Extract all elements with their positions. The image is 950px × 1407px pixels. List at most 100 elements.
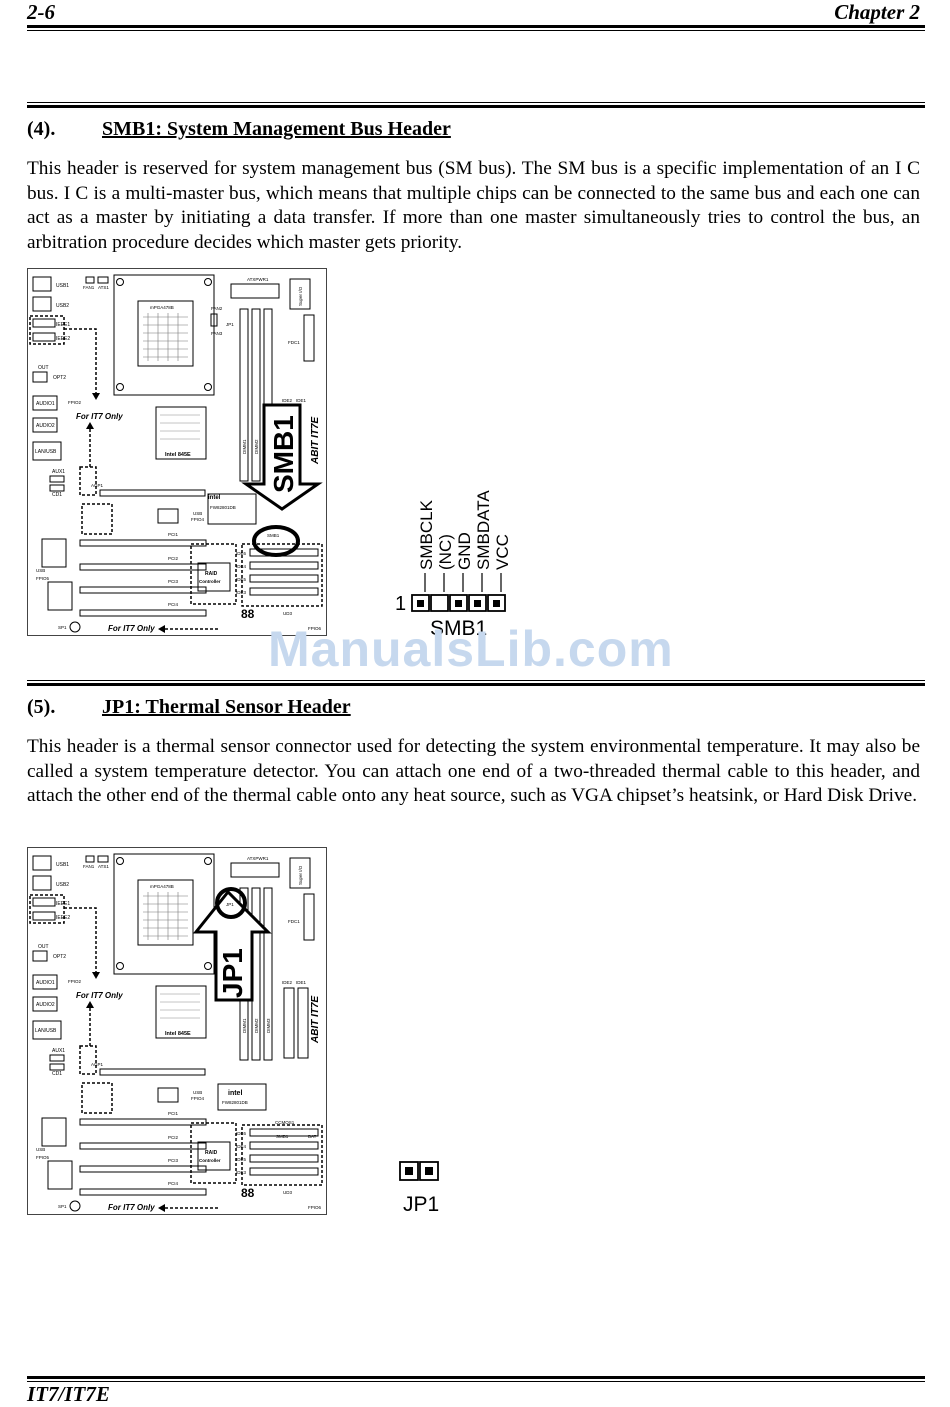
watermark: ManualsLib.com <box>268 621 674 677</box>
fpio2-label: FPIO2 <box>68 979 82 984</box>
smb1-board-label: SMB1 <box>267 533 280 538</box>
fan1-label: FAN1 <box>83 285 95 290</box>
section4-body: This header is reserved for system manag… <box>27 158 920 253</box>
usb-fpio-label: USB <box>36 1147 45 1152</box>
lan-usb-label: LAN/USB <box>35 1028 57 1034</box>
opt2-label: OPT2 <box>53 375 66 381</box>
section4-title: SMB1: System Management Bus Header <box>102 118 451 140</box>
lcd-digits: 88 <box>241 1186 255 1200</box>
ieee2-label: IEEE2 <box>56 915 70 921</box>
ccmos1-label: CCMOS1 <box>275 1120 295 1125</box>
intel-logo: intel <box>208 495 221 501</box>
smb1-connector-label: SMB1 <box>430 617 487 640</box>
raid-controller-label: Controller <box>199 579 221 584</box>
fw-chip-label: FW82801DB <box>222 1100 248 1105</box>
it7-callout-bottom: For IT7 Only <box>108 624 155 633</box>
raid-label: RAID <box>205 571 218 577</box>
fan2-label: FAN2 <box>211 306 223 311</box>
dimm2-label: DIMM2 <box>254 439 259 454</box>
smb1-highlight-ring <box>252 525 300 557</box>
smb1-arrow <box>241 403 323 511</box>
intel-chip-label: Intel 845E <box>165 452 191 458</box>
cd1-label: CD1 <box>52 492 62 498</box>
cpu-socket-label: mPGA478B <box>150 305 174 310</box>
fpio2-label: FPIO2 <box>68 400 82 405</box>
usb-label: USB <box>193 511 202 516</box>
ide5-label: IDE5 <box>236 1157 247 1162</box>
footer-model: IT7/IT7E <box>27 1382 110 1406</box>
ide6-label: IDE6 <box>236 1131 247 1136</box>
fdc1-label: FDC1 <box>288 340 300 345</box>
section5-number: (5). <box>27 696 56 718</box>
fpio4-label: FPIO4 <box>191 517 205 522</box>
fan1-label: FAN1 <box>83 864 95 869</box>
motherboard-diagram-jp1: USB1 USB2 IEEE1 IEEE2 OUT OPT2 AUDIO1 AU… <box>27 847 327 1215</box>
ide2-label: IDE2 <box>282 398 293 403</box>
raid-label: RAID <box>205 1150 218 1156</box>
ide1-label: IDE1 <box>296 980 307 985</box>
fpio4-label: FPIO4 <box>191 1096 205 1101</box>
ieee1-label: IEEE1 <box>56 901 70 907</box>
sp1-label: SP1 <box>58 1204 67 1209</box>
usb-fpio-label: USB <box>36 568 45 573</box>
section5-title: JP1: Thermal Sensor Header <box>102 696 351 718</box>
section5-heading: (5). JP1: Thermal Sensor Header <box>27 696 351 719</box>
usb1-label: USB1 <box>56 283 69 289</box>
cd1-label: CD1 <box>52 1071 62 1077</box>
smb1-pin1-marker: 1 <box>395 593 406 615</box>
intel-logo: intel <box>228 1090 242 1097</box>
fw-chip-label: FW82801DB <box>210 505 236 510</box>
fan3-label: FAN3 <box>211 331 223 336</box>
aux1-label: AUX1 <box>52 469 65 475</box>
usb-label: USB <box>193 1090 202 1095</box>
ide3-label: IDE3 <box>236 590 247 595</box>
cpu-socket-label: mPGA478B <box>150 884 174 889</box>
pci2-label: PCI2 <box>168 1135 179 1140</box>
sp1-label: SP1 <box>58 625 67 630</box>
intel-chip-label: Intel 845E <box>165 1031 191 1037</box>
jp1-highlight-ring <box>215 887 247 919</box>
smb1-pinout-diagram: 1 SMBCLK (NC) GND SMBDATA VCC SMB1 <box>395 490 512 640</box>
it7-callout-top: For IT7 Only <box>76 991 123 1000</box>
atxpwr1-label: ATXPWR1 <box>247 856 269 861</box>
lan-usb-label: LAN/USB <box>35 449 57 455</box>
audio1-label: AUDIO1 <box>36 401 55 407</box>
agp1-label: AGP1 <box>91 1062 104 1067</box>
ide1-label: IDE1 <box>296 398 307 403</box>
lcd-digits: 88 <box>241 607 255 621</box>
ud3-label: UD3 <box>283 1190 292 1195</box>
motherboard-layout-2: USB1 USB2 IEEE1 IEEE2 OUT OPT2 AUDIO1 AU… <box>29 853 323 1212</box>
ieee2-label: IEEE2 <box>56 336 70 342</box>
ats1-label: ATS1 <box>98 864 109 869</box>
ide2-label: IDE2 <box>282 980 293 985</box>
ide4-label: IDE4 <box>236 564 247 569</box>
smb1-pin-nc: (NC) <box>436 534 455 570</box>
raid-controller-label: Controller <box>199 1158 221 1163</box>
ide6-label: IDE6 <box>236 551 247 556</box>
section4-heading: (4).SMB1: System Management Bus Header <box>27 118 451 141</box>
jp1-callout-label: JP1 <box>217 948 248 998</box>
chapter-title: Chapter 2 <box>834 0 920 24</box>
usb2-label: USB2 <box>56 303 69 309</box>
footer-rule <box>27 1376 925 1382</box>
audio2-label: AUDIO2 <box>36 1002 55 1008</box>
brand-logo: ABIT IT7E <box>310 416 321 465</box>
fpio6-label: FPIO6 <box>308 626 322 631</box>
ieee1-label: IEEE1 <box>56 322 70 328</box>
smb1-pin-gnd: GND <box>455 532 474 570</box>
out-label: OUT <box>38 365 49 371</box>
pci1-label: PCI1 <box>168 1111 179 1116</box>
usb2-label: USB2 <box>56 882 69 888</box>
jp1-pinout-diagram: JP1 <box>399 1161 439 1216</box>
header-rule <box>27 25 925 31</box>
it7-callout-top: For IT7 Only <box>76 412 123 421</box>
super-io-label: Super I/O <box>298 286 303 306</box>
section4-rule <box>27 102 925 108</box>
agp1-label: AGP1 <box>91 483 104 488</box>
brand-logo: ABIT IT7E <box>310 995 321 1044</box>
ats1-label: ATS1 <box>98 285 109 290</box>
pci3-label: PCI3 <box>168 579 179 584</box>
pci4-label: PCI4 <box>168 1181 179 1186</box>
out-label: OUT <box>38 944 49 950</box>
opt2-label: OPT2 <box>53 954 66 960</box>
